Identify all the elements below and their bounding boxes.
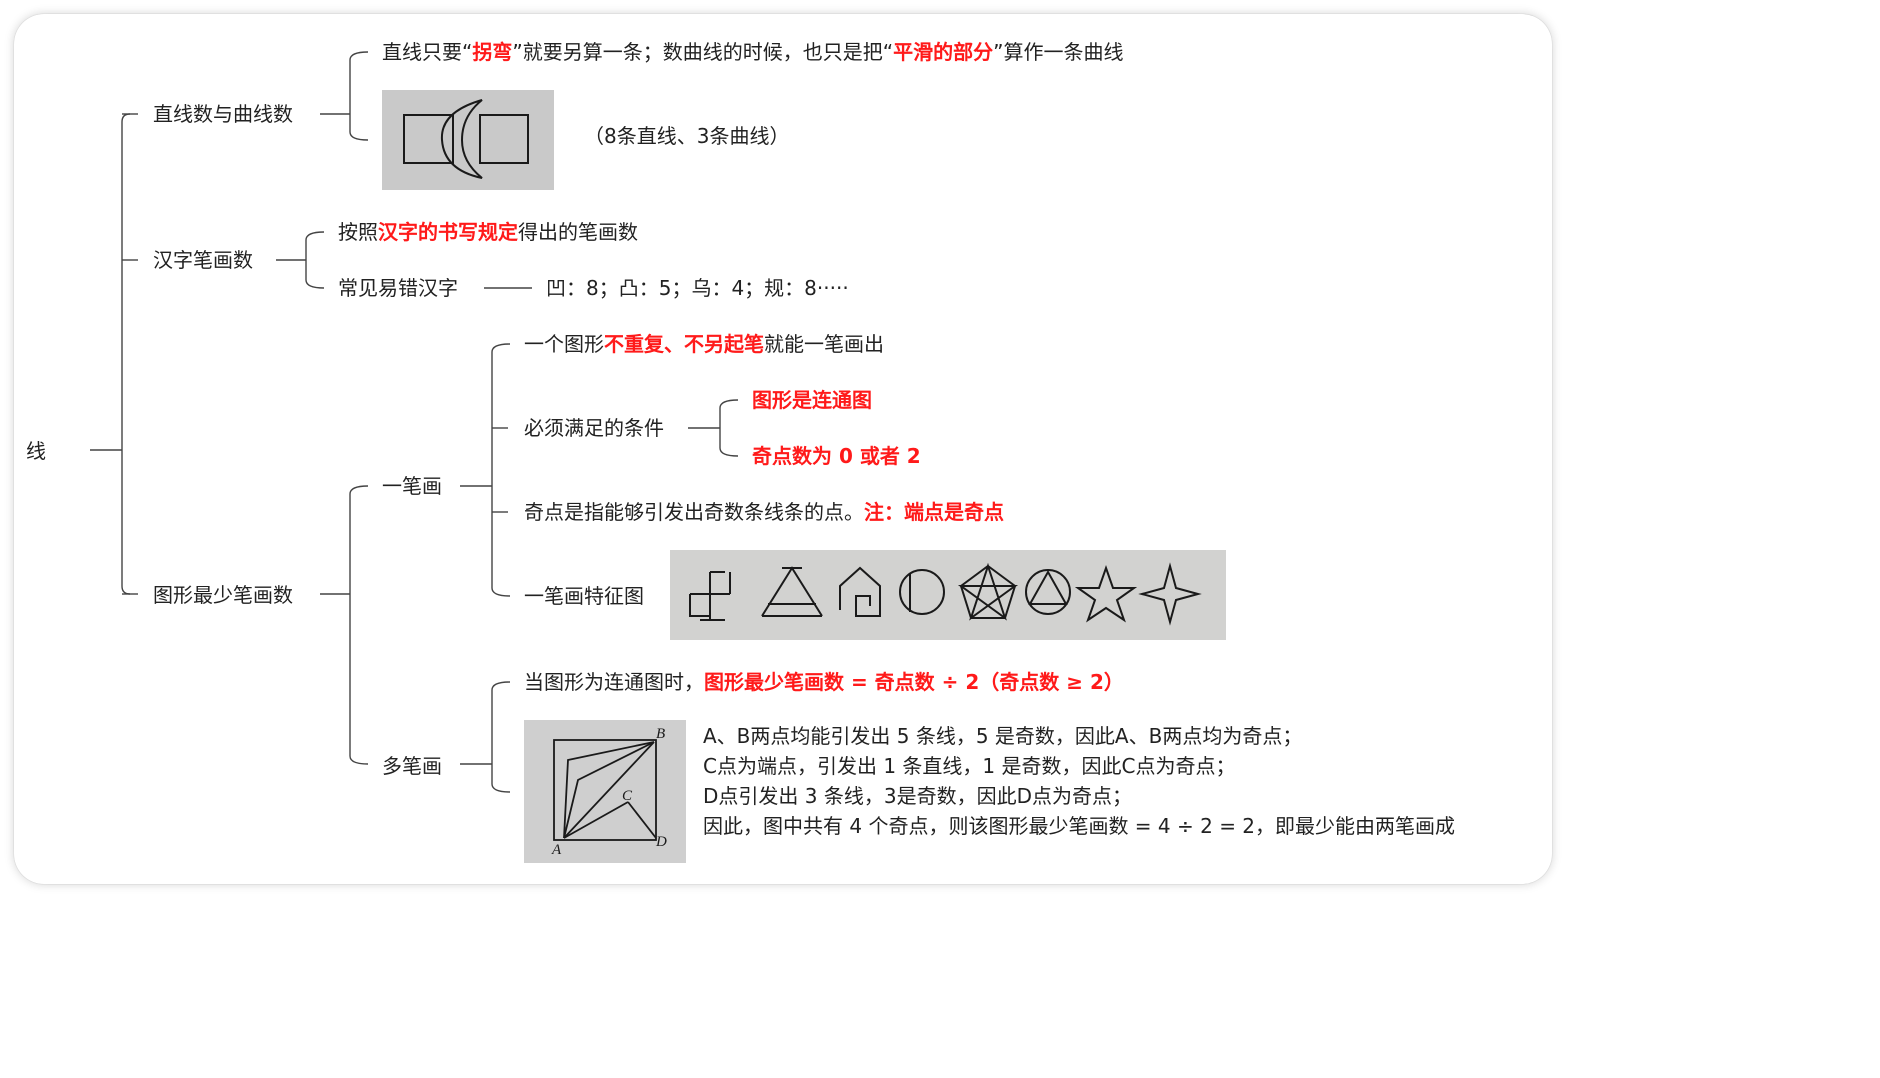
explain-line: A、B两点均能引发出 5 条线，5 是奇数，因此A、B两点均为奇点；	[703, 724, 1303, 748]
line-example-caption: （8条直线、3条曲线）	[584, 124, 790, 148]
odd-point-definition: 奇点是指能够引发出奇数条线条的点。注：端点是奇点	[524, 500, 1004, 524]
node-multi-stroke: 多笔画	[382, 754, 442, 778]
common-mistakes-examples: 凹：8；凸：5；乌：4；规：8·····	[546, 276, 849, 300]
root-node: 线	[26, 439, 46, 463]
point-a-label: A	[551, 842, 562, 858]
node-min-strokes: 图形最少笔画数	[153, 583, 293, 607]
one-stroke-definition: 一个图形不重复、不另起笔就能一笔画出	[524, 332, 884, 356]
explain-line: 因此，图中共有 4 个奇点，则该图形最少笔画数 = 4 ÷ 2 = 2，即最少能…	[703, 814, 1456, 838]
mindmap-card	[14, 14, 1552, 884]
one-stroke-feature-figure	[670, 550, 1226, 640]
multi-stroke-example-figure: B C D A	[524, 720, 686, 863]
condition-odd-points: 奇点数为 0 或者 2	[752, 444, 921, 468]
multi-stroke-rule: 当图形为连通图时，图形最少笔画数 = 奇点数 ÷ 2（奇点数 ≥ 2）	[524, 670, 1124, 694]
connector-lines	[90, 51, 739, 793]
multi-stroke-explanation: A、B两点均能引发出 5 条线，5 是奇数，因此A、B两点均为奇点； C点为端点…	[703, 721, 1455, 841]
node-stroke-count: 汉字笔画数	[153, 248, 253, 272]
stroke-rule: 按照汉字的书写规定得出的笔画数	[338, 220, 638, 244]
node-line-count: 直线数与曲线数	[153, 102, 293, 126]
condition-connected: 图形是连通图	[752, 388, 872, 412]
line-count-rule: 直线只要“拐弯”就要另算一条；数曲线的时候，也只是把“平滑的部分”算作一条曲线	[382, 40, 1124, 64]
point-b-label: B	[656, 726, 665, 742]
feature-label: 一笔画特征图	[524, 584, 644, 608]
conditions-label: 必须满足的条件	[524, 416, 664, 440]
common-mistakes-label: 常见易错汉字	[338, 276, 458, 300]
point-d-label: D	[655, 834, 667, 850]
node-one-stroke: 一笔画	[382, 474, 442, 498]
point-c-label: C	[622, 788, 633, 804]
explain-line: C点为端点，引发出 1 条直线，1 是奇数，因此C点为奇点；	[703, 754, 1236, 778]
line-example-figure	[382, 90, 554, 190]
explain-line: D点引发出 3 条线，3是奇数，因此D点为奇点；	[703, 784, 1132, 808]
